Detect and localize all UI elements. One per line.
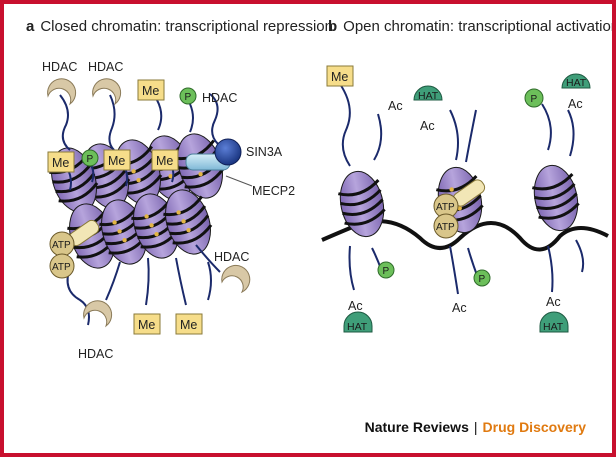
phospho-circle: P: [377, 261, 395, 279]
svg-text:HAT: HAT: [566, 77, 587, 89]
svg-text:Me: Me: [156, 154, 173, 168]
hat-dome: HAT: [539, 311, 569, 333]
panel-b-diagram: Me HAT HAT HAT HAT Ac Ac Ac Ac Ac Ac P P…: [321, 65, 609, 333]
phospho-circle: P: [179, 87, 197, 105]
hdac-label: HDAC: [88, 60, 123, 74]
phospho-circle: P: [81, 149, 99, 167]
svg-text:Me: Me: [331, 70, 348, 84]
svg-text:Me: Me: [108, 154, 125, 168]
methyl-box: Me: [175, 313, 203, 335]
svg-text:ATP: ATP: [436, 222, 455, 233]
svg-text:HAT: HAT: [418, 90, 439, 102]
journal-name: Nature Reviews: [364, 419, 469, 435]
journal-section: Drug Discovery: [482, 419, 586, 435]
hat-dome: HAT: [561, 73, 591, 89]
acetyl-label: Ac: [452, 301, 467, 315]
acetyl-label: Ac: [388, 99, 403, 113]
acetyl-label: Ac: [546, 295, 561, 309]
svg-text:Me: Me: [52, 156, 69, 170]
svg-text:ATP: ATP: [52, 262, 71, 273]
methyl-box: Me: [47, 151, 75, 173]
methyl-box: Me: [151, 149, 179, 171]
methyl-box: Me: [326, 65, 354, 87]
panel-a-diagram: HDAC HDAC HDAC HDAC HDAC Me Me Me Me Me …: [42, 60, 295, 361]
methyl-box: Me: [103, 149, 131, 171]
svg-text:Me: Me: [142, 84, 159, 98]
mecp2-label: MECP2: [252, 184, 295, 198]
hdac-label: HDAC: [214, 250, 249, 264]
sin3a-mecp2-complex: [185, 138, 253, 187]
hat-dome: HAT: [413, 85, 443, 102]
hdac-shapes: [47, 78, 251, 328]
phospho-circle: P: [473, 269, 491, 287]
svg-text:ATP: ATP: [436, 202, 455, 213]
atp-pair: ATP ATP: [49, 219, 100, 279]
hdac-label: HDAC: [78, 347, 113, 361]
hat-dome: HAT: [343, 311, 373, 333]
nucleosome: [527, 159, 585, 237]
svg-text:Me: Me: [180, 318, 197, 332]
atp-pair: ATP ATP: [433, 179, 486, 239]
hdac-label: HDAC: [42, 60, 77, 74]
svg-text:P: P: [479, 274, 486, 285]
svg-text:P: P: [87, 154, 94, 165]
sin3a-label: SIN3A: [246, 145, 283, 159]
acetyl-label: Ac: [568, 97, 583, 111]
svg-text:P: P: [531, 94, 538, 105]
svg-text:P: P: [383, 266, 390, 277]
svg-text:Me: Me: [138, 318, 155, 332]
acetyl-label: Ac: [420, 119, 435, 133]
svg-text:HAT: HAT: [543, 321, 564, 333]
svg-text:ATP: ATP: [52, 240, 71, 251]
acetyl-label: Ac: [348, 299, 363, 313]
phospho-circle: P: [524, 88, 544, 108]
publisher-footer: Nature Reviews|Drug Discovery: [365, 419, 586, 435]
footer-separator: |: [473, 419, 478, 435]
methyl-box: Me: [137, 79, 165, 101]
methyl-box: Me: [133, 313, 161, 335]
svg-text:HAT: HAT: [347, 321, 368, 333]
chromatin-diagram: HDAC HDAC HDAC HDAC HDAC Me Me Me Me Me …: [42, 60, 609, 361]
hdac-label: HDAC: [202, 91, 237, 105]
svg-text:P: P: [185, 92, 192, 103]
